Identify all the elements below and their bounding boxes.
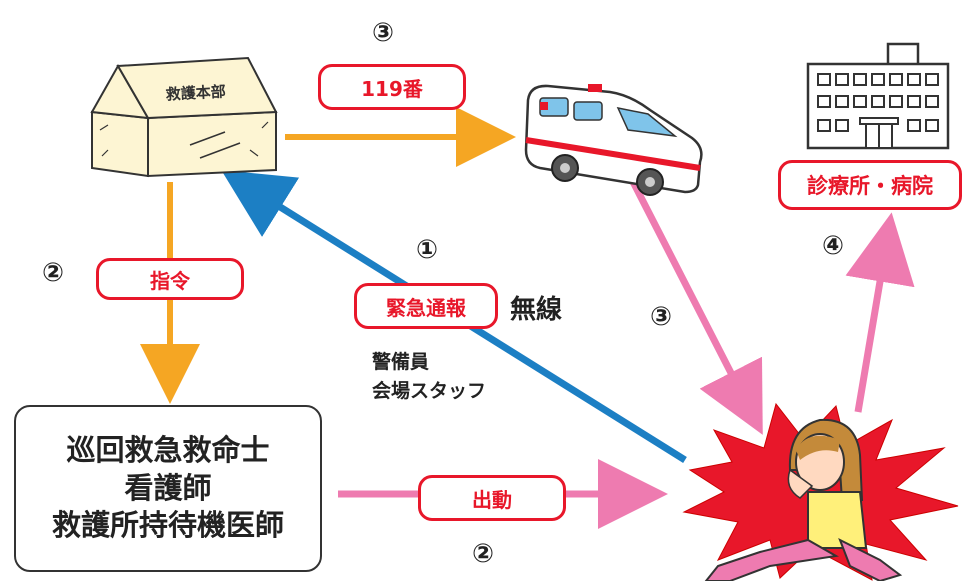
responder-paramedic: 巡回救急救命士 <box>66 432 270 467</box>
arrow-patient-to-clinic <box>845 212 915 413</box>
label-guards: 警備員 <box>372 351 430 373</box>
label-emergency-call: 緊急通報 <box>354 283 498 329</box>
step-number-3-right: ③ <box>650 302 673 332</box>
label-dispatch: 出動 <box>418 475 566 521</box>
label-clinic-hospital: 診療所・病院 <box>778 160 962 210</box>
hq-label: 救護本部 <box>165 82 226 103</box>
label-radio: 無線 <box>510 295 563 325</box>
step-number-2-bottom: ② <box>472 539 495 569</box>
arrow-ambulance-to-patient <box>624 170 763 435</box>
step-number-4: ④ <box>822 231 845 261</box>
label-119: 119番 <box>318 64 466 110</box>
responders-box: 巡回救急救命士 看護師 救護所持待機医師 <box>14 405 322 572</box>
hospital-illustration <box>806 42 950 150</box>
step-number-2-left: ② <box>42 258 65 288</box>
injured-person-illustration <box>682 402 959 581</box>
ambulance-illustration <box>524 84 703 196</box>
label-venue-staff: 会場スタッフ <box>372 380 487 402</box>
step-number-3-top: ③ <box>372 18 395 48</box>
label-command: 指令 <box>96 258 244 300</box>
responder-nurse: 看護師 <box>124 470 212 505</box>
responder-doctor: 救護所持待機医師 <box>51 508 284 543</box>
step-number-1: ① <box>416 235 439 265</box>
hq-box-illustration <box>90 56 278 178</box>
